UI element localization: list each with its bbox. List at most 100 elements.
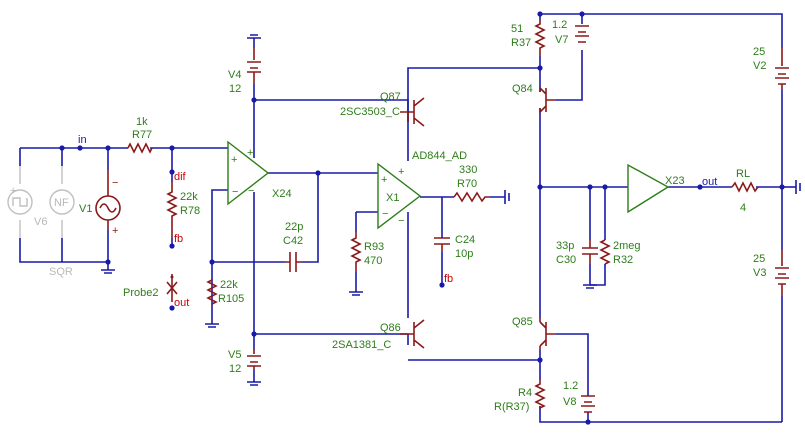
supply-v3[interactable] (775, 250, 789, 296)
opamp-x1[interactable]: + − + − (377, 162, 422, 230)
resistor-r78-name: R78 (180, 205, 200, 217)
resistor-rl[interactable] (731, 181, 759, 193)
capacitor-c42-value: 22p (285, 221, 303, 233)
supply-v4[interactable] (247, 48, 261, 84)
source-v6[interactable]: + (7, 166, 33, 238)
buffer-x23-label: X23 (665, 175, 685, 187)
supply-v4-value: 12 (229, 83, 241, 95)
transistor-q87-model: 2SC3503_C (340, 106, 400, 118)
transistor-q84[interactable] (539, 87, 556, 113)
supply-v5-value: 12 (229, 363, 241, 375)
capacitor-c24-name: C24 (455, 234, 475, 246)
resistor-r105-value: 22k (220, 279, 238, 291)
resistor-r78-value: 22k (180, 191, 198, 203)
source-sqr-label: SQR (49, 266, 73, 278)
source-v1[interactable]: − + (95, 170, 121, 237)
supply-v2-value: 25 (753, 46, 765, 58)
opamp-x1-label: X1 (386, 192, 399, 204)
capacitor-c42[interactable] (285, 250, 301, 274)
svg-text:+: + (231, 154, 237, 166)
wires (19, 13, 796, 423)
transistor-q86[interactable] (400, 319, 425, 349)
supply-v7-name: V7 (555, 34, 568, 46)
probe2[interactable] (166, 274, 178, 302)
supply-v7[interactable] (575, 25, 589, 43)
resistor-r70[interactable] (453, 191, 490, 203)
resistor-r70-value: 330 (459, 164, 477, 176)
capacitor-c42-name: C42 (283, 235, 303, 247)
resistor-r93-value: 470 (364, 255, 382, 267)
opamp-x1-model: AD844_AD (412, 150, 467, 162)
svg-text:+: + (398, 166, 404, 178)
resistor-r37[interactable] (534, 20, 546, 56)
resistor-r78[interactable] (166, 182, 178, 238)
supply-v2-name: V2 (753, 60, 766, 72)
resistor-r70-name: R70 (457, 178, 477, 190)
source-v1-label: V1 (79, 203, 92, 215)
supply-v3-name: V3 (753, 267, 766, 279)
source-v6-nf[interactable]: NF (49, 166, 75, 238)
svg-text:−: − (112, 177, 118, 189)
capacitor-c24[interactable] (434, 237, 450, 252)
resistor-rl-value: 4 (740, 202, 746, 214)
resistor-r77-name: R77 (132, 129, 152, 141)
svg-text:−: − (232, 186, 238, 198)
resistor-r32-name: R32 (613, 254, 633, 266)
probe2-label: Probe2 (123, 287, 158, 299)
resistor-r93[interactable] (350, 232, 362, 272)
supply-v4-name: V4 (228, 69, 241, 81)
resistor-rl-name: RL (736, 168, 750, 180)
capacitor-c24-value: 10p (455, 248, 473, 260)
svg-text:+: + (247, 147, 253, 159)
resistor-r32[interactable] (599, 239, 611, 265)
resistor-r37-name: R37 (511, 37, 531, 49)
net-label-out: out (702, 176, 717, 188)
svg-text:+: + (112, 225, 118, 237)
resistor-r32-value: 2meg (613, 240, 641, 252)
transistor-q86-name: Q86 (380, 322, 401, 334)
transistor-q84-name: Q84 (512, 83, 533, 95)
net-label-out-probe: out (174, 297, 189, 309)
supply-v7-value: 1.2 (552, 19, 567, 31)
resistor-r4-value: R(R37) (494, 401, 529, 413)
capacitor-c30-value: 33p (556, 240, 574, 252)
resistor-r77-value: 1k (136, 116, 148, 128)
supply-v5[interactable] (247, 350, 261, 370)
source-v6-label: V6 (34, 216, 47, 228)
opamp-x24-label: X24 (272, 188, 292, 200)
supply-v8-value: 1.2 (563, 380, 578, 392)
net-label-dif: dif (174, 171, 187, 183)
resistor-r105[interactable] (206, 279, 218, 305)
ground-symbols (101, 34, 801, 386)
net-label-in: in (78, 134, 87, 146)
junctions (59, 11, 785, 425)
resistor-r77[interactable] (127, 142, 153, 154)
net-label-fb-cap: fb (444, 273, 453, 285)
svg-text:+: + (381, 174, 387, 186)
transistor-q87-name: Q87 (380, 91, 401, 103)
supply-v2[interactable] (775, 48, 789, 90)
capacitor-c30-name: C30 (556, 254, 576, 266)
resistor-r37-value: 51 (511, 23, 523, 35)
svg-text:−: − (382, 208, 388, 220)
supply-v3-value: 25 (753, 253, 765, 265)
net-label-fb-probe: fb (174, 233, 183, 245)
supply-v8-name: V8 (563, 396, 576, 408)
transistor-q85[interactable] (539, 318, 556, 350)
svg-text:+: + (10, 185, 16, 197)
buffer-x23[interactable] (627, 163, 670, 214)
resistor-r4[interactable] (534, 380, 546, 410)
svg-text:−: − (248, 185, 254, 197)
transistor-q87[interactable] (400, 97, 425, 127)
resistor-r105-name: R105 (218, 293, 244, 305)
transistor-q85-name: Q85 (512, 316, 533, 328)
opamp-x24[interactable]: + − + − (227, 140, 270, 206)
svg-text:−: − (398, 215, 404, 227)
capacitor-c30[interactable] (582, 240, 598, 264)
supply-v5-name: V5 (228, 349, 241, 361)
supply-v8[interactable] (581, 395, 595, 413)
source-v6-inner-label: NF (54, 197, 69, 209)
transistor-q86-model: 2SA1381_C (332, 339, 391, 351)
resistor-r4-name: R4 (518, 387, 532, 399)
